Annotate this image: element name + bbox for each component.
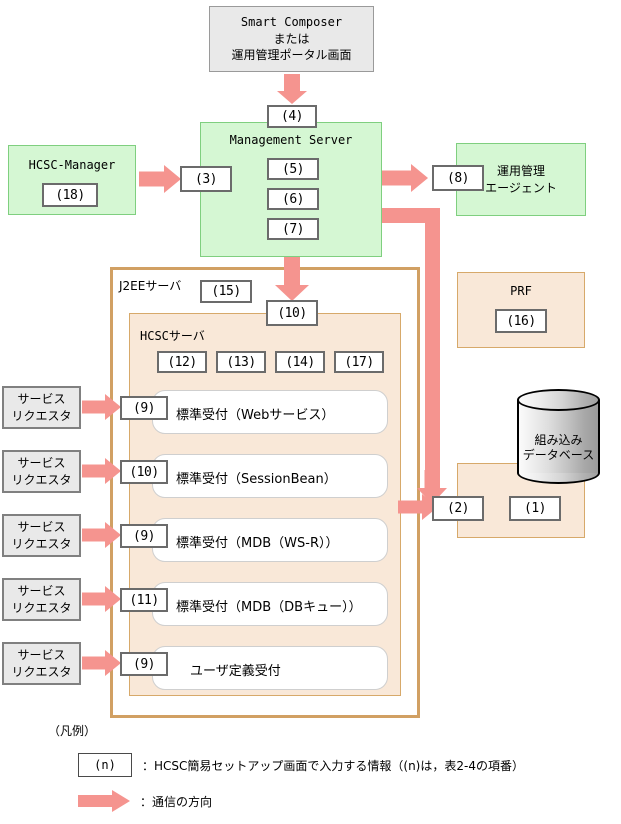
- chip-row-5[interactable]: (9): [120, 652, 168, 676]
- elbow-arrow-vertical-segment: [425, 208, 440, 488]
- node-service-requestor-4: サービス リクエスタ: [2, 578, 81, 621]
- chip-2[interactable]: (2): [432, 496, 484, 521]
- chip-3[interactable]: (3): [180, 166, 232, 192]
- ops-agent-line1: 運用管理: [496, 163, 545, 178]
- node-smart-composer: Smart Composer または 運用管理ポータル画面: [209, 6, 374, 72]
- chip-8[interactable]: (8): [432, 165, 484, 191]
- receiver-box-3: [152, 518, 388, 562]
- requestor-4-line2: リクエスタ: [11, 600, 72, 615]
- database-line1: 組み込み: [534, 433, 583, 447]
- chip-row-2[interactable]: (10): [120, 460, 168, 484]
- chip-row-4[interactable]: (11): [120, 588, 168, 612]
- receiver-box-2: [152, 454, 388, 498]
- ops-agent-line2: エージェント: [485, 180, 557, 195]
- chip-18[interactable]: (18): [42, 183, 98, 207]
- arrow-requestor-2: [82, 458, 121, 484]
- chip-15[interactable]: (15): [200, 280, 252, 303]
- smart-composer-line2: または: [273, 31, 310, 46]
- chip-6[interactable]: (6): [267, 188, 319, 210]
- legend-arrow-sample: [78, 790, 130, 812]
- receiver-box-4: [152, 582, 388, 626]
- database-label: 組み込み データベース: [517, 433, 600, 463]
- receiver-label-1: 標準受付（Webサービス）: [176, 408, 335, 423]
- legend-row-arrow: ：通信の方向: [78, 790, 212, 812]
- requestor-1-line1: サービス: [17, 392, 66, 407]
- receiver-label-5: ユーザ定義受付: [190, 664, 281, 679]
- chip-10-inbound[interactable]: (10): [266, 300, 318, 326]
- management-server-title: Management Server: [229, 133, 353, 147]
- requestor-2-line2: リクエスタ: [11, 472, 72, 487]
- node-service-requestor-5: サービス リクエスタ: [2, 642, 81, 685]
- requestor-5-line2: リクエスタ: [11, 664, 72, 679]
- requestor-2-line1: サービス: [17, 456, 66, 471]
- requestor-4-line1: サービス: [17, 584, 66, 599]
- legend-title: （凡例）: [48, 724, 97, 738]
- receiver-label-2: 標準受付（SessionBean）: [176, 472, 337, 487]
- hcsc-manager-title: HCSC-Manager: [28, 158, 116, 172]
- chip-4[interactable]: (4): [267, 105, 317, 128]
- arrow-hcsc-manager-to-management-server: [139, 165, 181, 193]
- arrow-composer-to-management-server: [277, 74, 307, 104]
- arrow-management-server-to-ops-agent: [382, 164, 428, 192]
- chip-row-3[interactable]: (9): [120, 524, 168, 548]
- chip-5[interactable]: (5): [267, 158, 319, 180]
- node-embedded-database: 組み込み データベース: [517, 389, 600, 484]
- requestor-5-line1: サービス: [17, 648, 66, 663]
- cylinder-body: [517, 400, 600, 473]
- arrow-requestor-3: [82, 522, 121, 548]
- requestor-1-line2: リクエスタ: [11, 408, 72, 423]
- chip-1[interactable]: (1): [509, 496, 561, 521]
- chip-13[interactable]: (13): [216, 351, 266, 373]
- chip-16[interactable]: (16): [495, 309, 547, 333]
- requestor-3-line1: サービス: [17, 520, 66, 535]
- smart-composer-line1: Smart Composer: [240, 14, 343, 29]
- receiver-label-4: 標準受付（MDB（DBキュー））: [176, 600, 362, 615]
- legend-arrow-description: ：通信の方向: [140, 794, 213, 809]
- legend-chip-sample: (n): [78, 753, 132, 777]
- hcsc-server-title: HCSCサーバ: [140, 329, 205, 343]
- receiver-label-3: 標準受付（MDB（WS-R））: [176, 536, 339, 551]
- cylinder-top: [517, 389, 600, 411]
- database-line2: データベース: [522, 448, 595, 462]
- legend-row-chip: (n) ：HCSC簡易セットアップ画面で入力する情報（(n)は，表2-4の項番）: [78, 753, 524, 777]
- receiver-box-1: [152, 390, 388, 434]
- arrow-requestor-4: [82, 586, 121, 612]
- chip-17[interactable]: (17): [334, 351, 384, 373]
- container-hcsc-server: [129, 313, 401, 696]
- arrow-requestor-5: [82, 650, 121, 676]
- node-service-requestor-3: サービス リクエスタ: [2, 514, 81, 557]
- legend-chip-description: ：HCSC簡易セットアップ画面で入力する情報（(n)は，表2-4の項番）: [142, 758, 524, 773]
- node-service-requestor-2: サービス リクエスタ: [2, 450, 81, 493]
- receiver-box-5: [152, 646, 388, 690]
- chip-12[interactable]: (12): [157, 351, 207, 373]
- smart-composer-line3: 運用管理ポータル画面: [231, 48, 352, 63]
- j2ee-server-title: J2EEサーバ: [119, 279, 182, 293]
- node-service-requestor-1: サービス リクエスタ: [2, 386, 81, 429]
- chip-14[interactable]: (14): [275, 351, 325, 373]
- arrow-management-server-to-j2ee: [275, 257, 309, 301]
- chip-7[interactable]: (7): [267, 218, 319, 240]
- arrow-requestor-1: [82, 394, 121, 420]
- requestor-3-line2: リクエスタ: [11, 536, 72, 551]
- prf-title: PRF: [510, 284, 532, 298]
- chip-row-1[interactable]: (9): [120, 396, 168, 420]
